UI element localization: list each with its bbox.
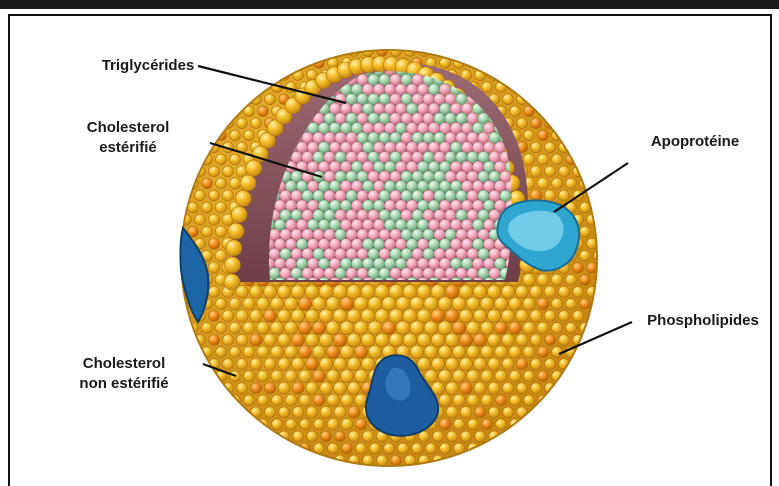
label-phospholipids: Phospholipides [647, 312, 759, 329]
label-triglycerides: Triglycérides [102, 57, 195, 74]
label-cholesterol-ester-1: Cholesterol [87, 119, 170, 136]
label-apoprotein: Apoprotéine [651, 133, 739, 150]
label-cholesterol-free-2: non estérifié [79, 375, 168, 392]
label-cholesterol-ester-2: estérifié [99, 139, 157, 156]
label-cholesterol-free-1: Cholesterol [83, 355, 166, 372]
